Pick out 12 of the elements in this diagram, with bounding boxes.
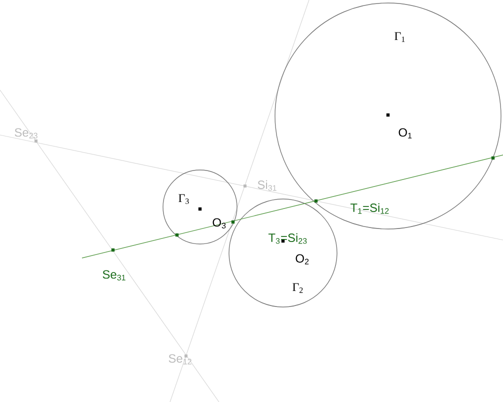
- point-label: Si$_{31}$: [258, 180, 276, 191]
- point-label: T$_{3}$=Si$_{23}$: [268, 233, 307, 244]
- circle-label: Γ$_{1}$: [394, 32, 405, 42]
- point-label: Se$_{31}$: [102, 270, 126, 280]
- point-label: O$_{3}$: [212, 218, 226, 228]
- circle-label: Γ$_{3}$: [178, 194, 189, 204]
- point-label: Se$_{23}$: [14, 128, 38, 138]
- point-label: Se$_{12}$: [168, 354, 192, 364]
- point-label: O$_{2}$: [296, 254, 309, 264]
- point-label: O$_{1}$: [398, 128, 412, 138]
- point-label: T$_{1}$=Si$_{12}$: [350, 203, 389, 214]
- circle-label: Γ$_{2}$: [292, 283, 303, 293]
